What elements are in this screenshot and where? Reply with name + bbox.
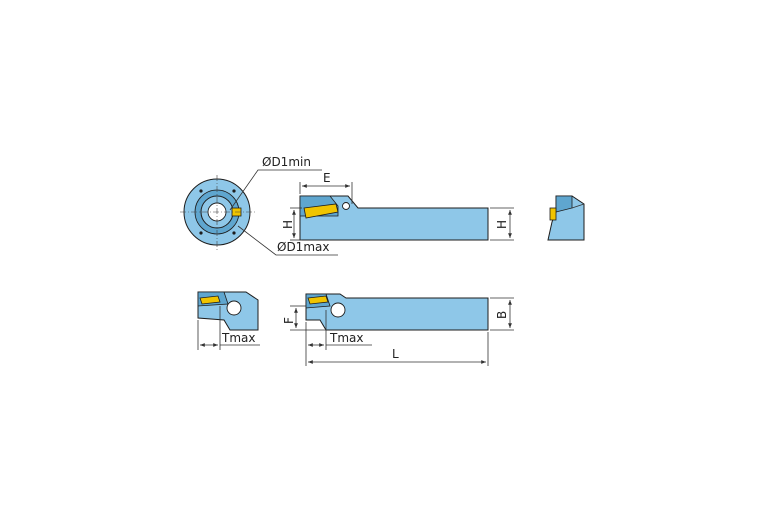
h-front-label: H — [281, 220, 295, 229]
tmax-left-label: Tmax — [221, 331, 255, 345]
end-view: ØD1min ØD1max — [180, 155, 338, 256]
f-label: F — [282, 317, 296, 324]
h-shank-label: H — [495, 220, 509, 229]
d1min-leader — [229, 169, 322, 211]
bottom-holder-body — [305, 293, 489, 331]
side-view-bottom: F B Tmax L — [282, 293, 514, 366]
b-label: B — [495, 311, 509, 319]
bottom-left-screw — [226, 300, 242, 316]
e-label: E — [323, 171, 331, 185]
side-view-bottom-left: Tmax — [197, 291, 260, 350]
d1min-label: ØD1min — [262, 155, 311, 169]
end-view-screw-hole — [232, 189, 236, 193]
d1max-label: ØD1max — [277, 240, 329, 254]
side-view-right — [547, 195, 585, 241]
right-view-insert — [549, 207, 557, 221]
bottom-holder-screw — [330, 302, 346, 318]
bottom-left-insert — [199, 295, 221, 305]
d1max-leader — [237, 225, 338, 256]
top-holder-screw — [342, 202, 350, 210]
l-label: L — [392, 347, 399, 361]
end-view-screw-hole — [232, 231, 236, 235]
top-holder-insert — [303, 203, 339, 219]
end-view-screw-hole — [199, 231, 203, 235]
end-view-screw-hole — [199, 189, 203, 193]
bottom-holder-insert — [307, 295, 329, 305]
tmax-right-label: Tmax — [329, 331, 363, 345]
side-view-top: E H H — [281, 171, 514, 241]
